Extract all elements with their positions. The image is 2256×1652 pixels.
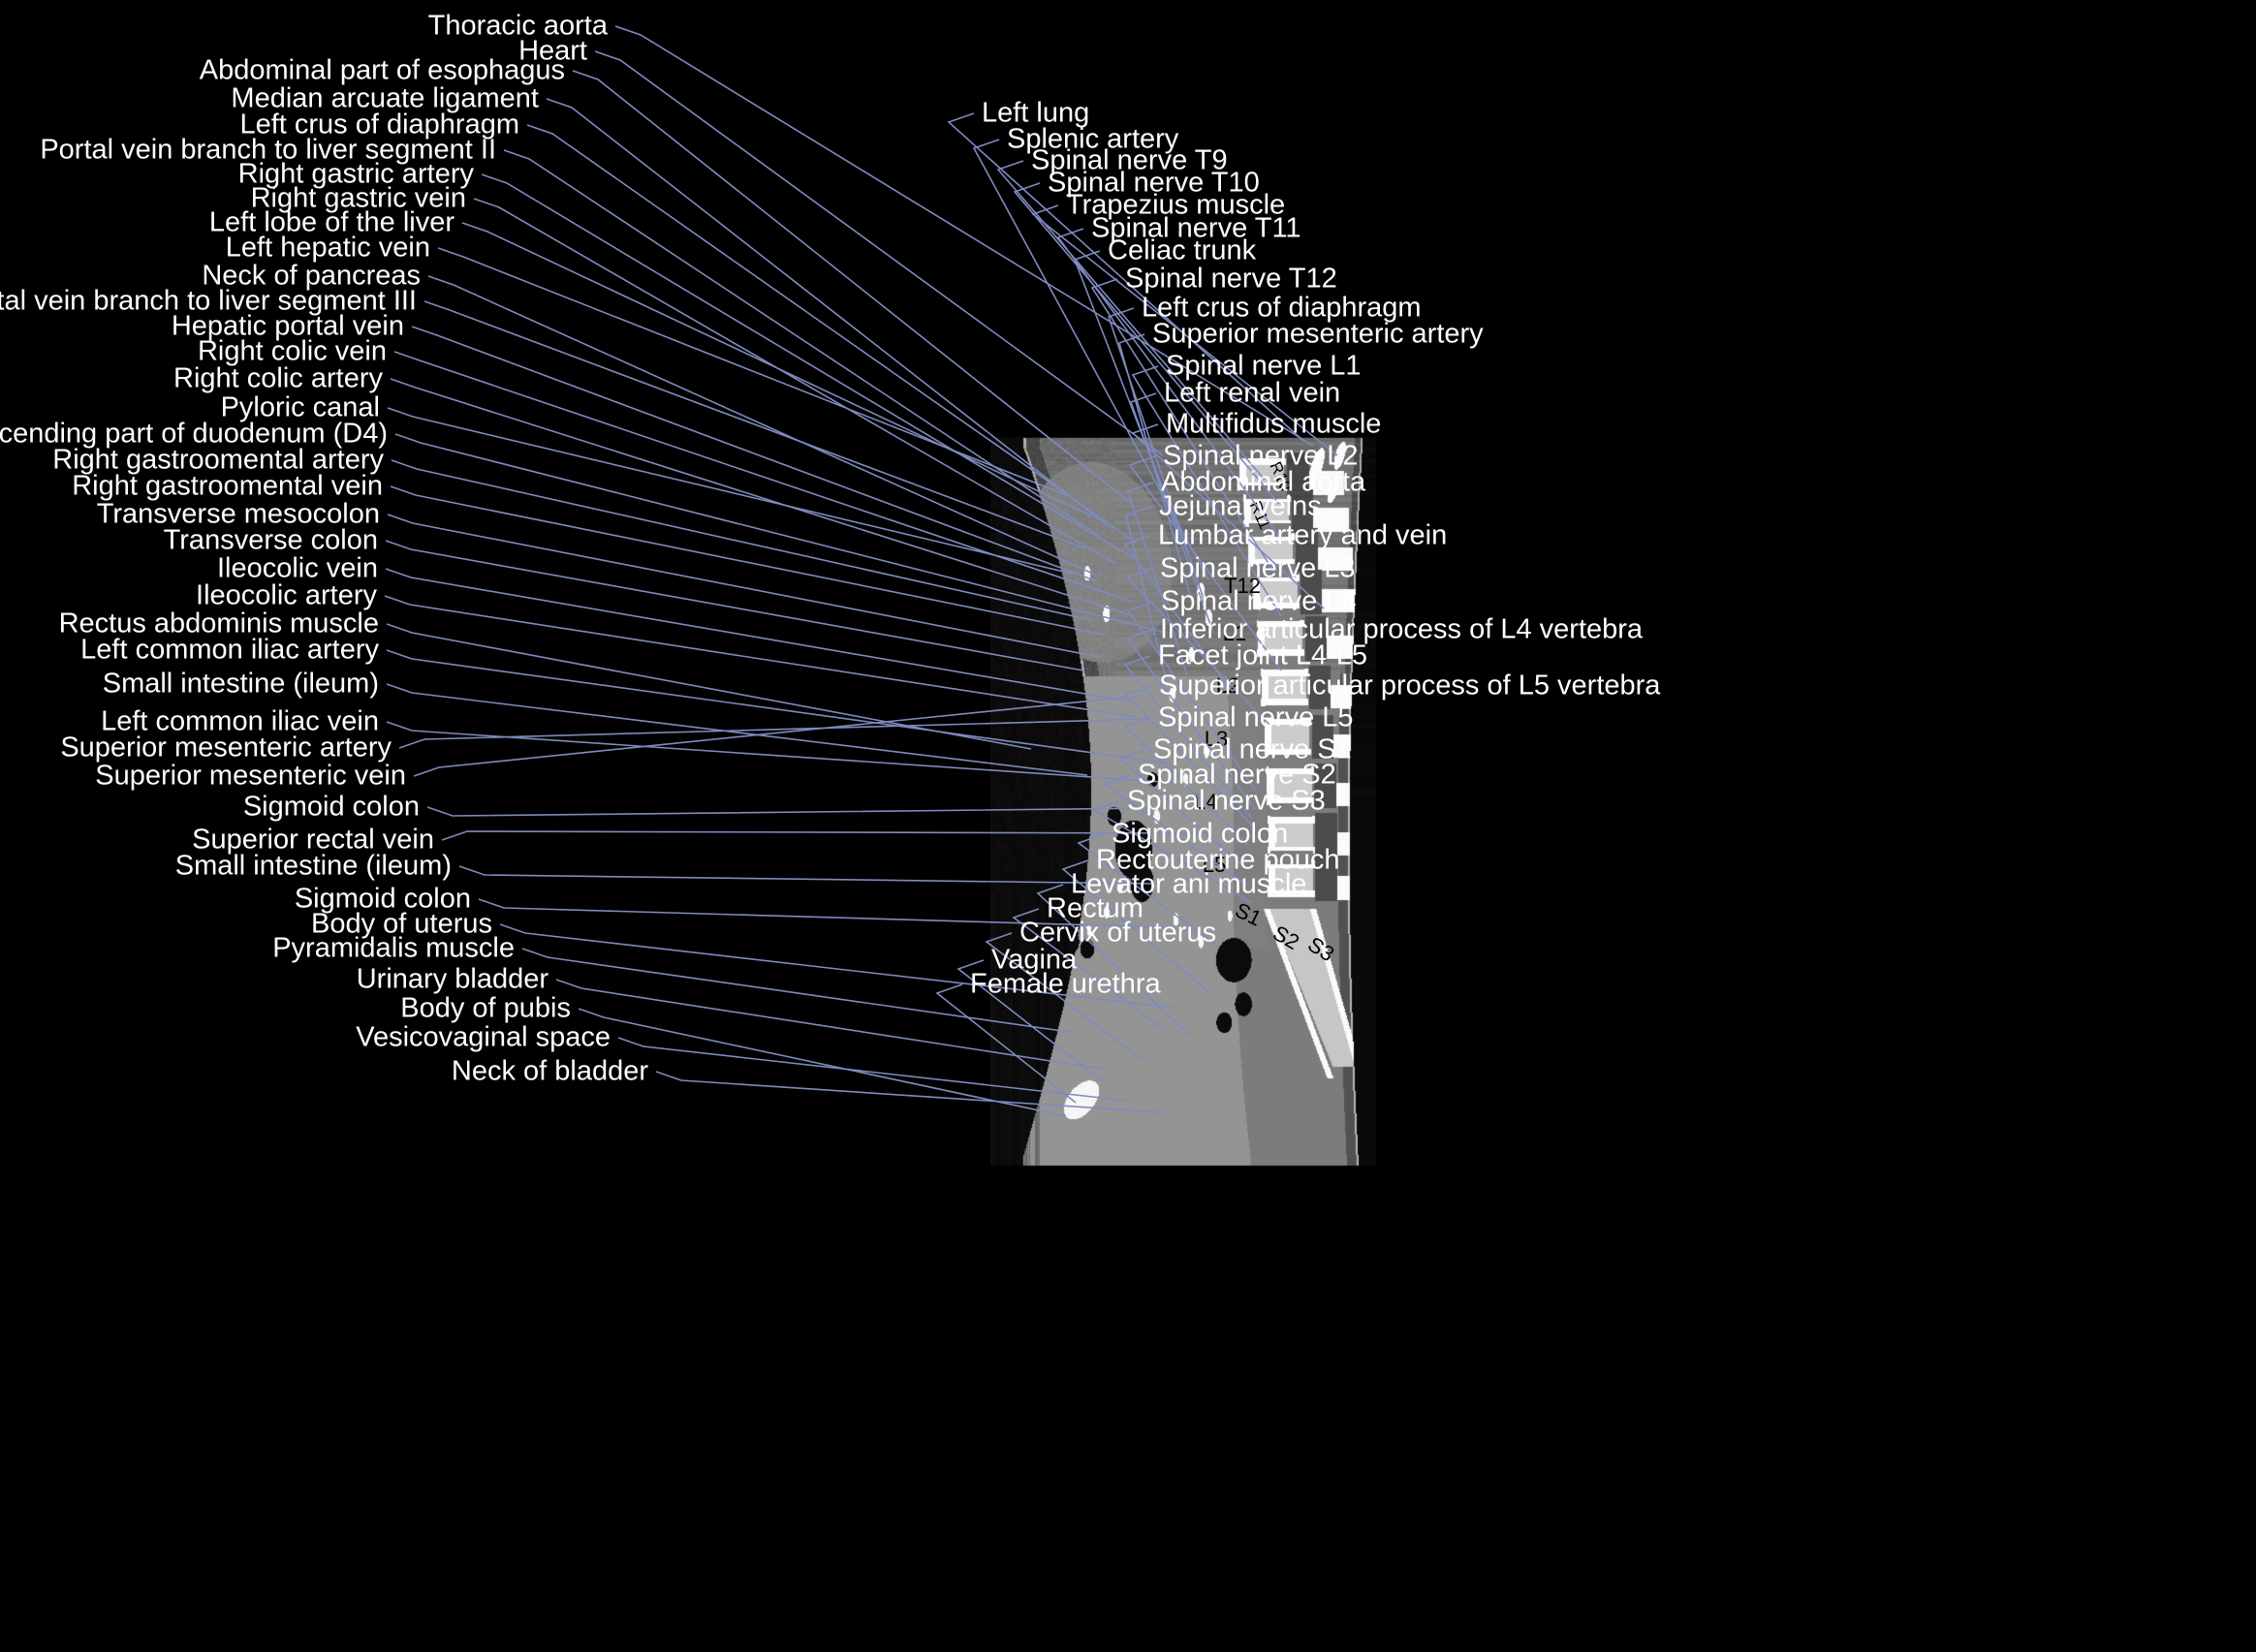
anatomy-label: Sigmoid colon: [1112, 818, 1289, 850]
anatomy-label: Superior mesenteric artery: [60, 732, 392, 764]
anatomy-label: Pyloric canal: [220, 391, 380, 423]
anatomy-label: Jejunal veins: [1159, 490, 1322, 522]
anatomy-label: Small intestine (ileum): [174, 850, 452, 882]
anatomy-label: Urinary bladder: [356, 963, 548, 995]
anatomy-label: Body of pubis: [400, 992, 571, 1024]
anatomy-label: Left hepatic vein: [225, 232, 430, 264]
anatomy-label: Celiac trunk: [1108, 234, 1257, 266]
anatomy-label: Right gastric vein: [250, 182, 466, 214]
anatomy-label: Superior mesenteric vein: [95, 760, 406, 792]
anatomy-label: Hepatic portal vein: [171, 310, 404, 342]
anatomy-label: Spinal nerve T12: [1125, 263, 1337, 295]
leader-line: [437, 247, 1070, 497]
anatomy-label: Left crus of diaphragm: [239, 109, 519, 140]
anatomy-label: Rectouterine pouch: [1096, 844, 1340, 876]
anatomy-label: Spinal nerve S1: [1153, 733, 1352, 765]
anatomy-label: Superior mesenteric artery: [1152, 318, 1484, 350]
anatomy-label: Right colic vein: [197, 335, 387, 367]
anatomy-label: Vagina: [991, 944, 1078, 976]
anatomy-label: Rectus abdominis muscle: [58, 608, 379, 639]
anatomy-label: Cervix of uterus: [1019, 917, 1217, 949]
anatomy-label: Transverse mesocolon: [96, 498, 380, 530]
anatomy-label: Portal vein branch to liver segment III: [0, 285, 417, 317]
anatomy-label: Body of uterus: [311, 908, 492, 940]
anatomy-label: Left lobe of the liver: [208, 206, 454, 238]
anatomy-label: Heart: [518, 35, 587, 67]
anatomy-label: Rectum: [1047, 892, 1144, 924]
anatomy-label: Inferior articular process of L4 vertebr…: [1160, 613, 1644, 645]
leader-line: [386, 623, 1032, 750]
anatomy-label: Spinal nerve L5: [1158, 701, 1354, 733]
leader-line: [423, 300, 1086, 549]
anatomy-label: Spinal nerve S2: [1138, 759, 1336, 791]
anatomy-label: Thoracic aorta: [427, 10, 608, 42]
anatomy-label: Levator ani muscle: [1071, 868, 1307, 900]
anatomy-label: Right colic artery: [173, 362, 383, 394]
anatomy-label: Spinal nerve L1: [1166, 350, 1362, 382]
anatomy-label: Transverse colon: [163, 524, 378, 556]
anatomy-label: Right gastroomental vein: [72, 470, 383, 502]
anatomy-label: Right gastroomental artery: [52, 444, 384, 476]
leader-line: [385, 540, 1084, 671]
anatomy-label: Spinal nerve T9: [1031, 144, 1228, 176]
anatomy-label: Ileocolic artery: [196, 579, 377, 611]
anatomy-label: Median arcuate ligament: [231, 82, 539, 114]
anatomy-label: Multifidus muscle: [1166, 408, 1382, 440]
anatomy-label: Spinal nerve L3: [1160, 552, 1356, 584]
anatomy-label: Spinal nerve S3: [1127, 785, 1326, 817]
anatomy-label: Facet joint L4-L5: [1158, 639, 1368, 671]
anatomy-label: Lumbar artery and vein: [1158, 519, 1448, 551]
anatomy-label: Portal vein branch to liver segment II: [40, 134, 496, 166]
anatomy-label: Pyramidalis muscle: [272, 932, 515, 964]
anatomy-label: Splenic artery: [1007, 123, 1179, 155]
anatomy-label: Left crus of diaphragm: [1142, 292, 1422, 324]
anatomy-label: Left lung: [982, 97, 1090, 129]
anatomy-label: Trapezius muscle: [1066, 189, 1286, 221]
anatomy-label: Spinal nerve L4: [1161, 585, 1357, 617]
anatomy-label: Small intestine (ileum): [102, 668, 379, 700]
anatomy-label: Spinal nerve L2: [1163, 440, 1359, 472]
anatomy-label: Left common iliac vein: [101, 705, 379, 737]
anatomy-label: Vesicovaginal space: [356, 1021, 611, 1053]
anatomy-label: Ascending part of duodenum (D4): [0, 418, 388, 450]
anatomy-label: Spinal nerve T11: [1091, 212, 1301, 244]
anatomy-label: Neck of bladder: [451, 1055, 648, 1087]
anatomy-label: Neck of pancreas: [202, 260, 421, 292]
anatomy-label: Spinal nerve T10: [1048, 167, 1260, 199]
anatomy-label: Left common iliac artery: [80, 634, 379, 666]
anatomy-label: Superior articular process of L5 vertebr…: [1159, 670, 1661, 701]
anatomy-label: Sigmoid colon: [242, 791, 420, 823]
anatomy-label: Right gastric artery: [237, 158, 474, 190]
leader-line: [391, 459, 1092, 621]
leader-line: [387, 407, 1073, 575]
anatomy-label: Female urethra: [970, 968, 1161, 1000]
anatomy-label: Sigmoid colon: [294, 883, 471, 915]
anatomy-label: Left renal vein: [1164, 377, 1341, 409]
anatomy-label: Ileocolic vein: [216, 552, 378, 584]
anatomy-label: Abdominal part of esophagus: [199, 54, 565, 86]
leader-line: [386, 683, 1088, 776]
anatomy-label: Abdominal aorta: [1161, 466, 1366, 498]
anatomy-label: Superior rectal vein: [192, 824, 434, 856]
